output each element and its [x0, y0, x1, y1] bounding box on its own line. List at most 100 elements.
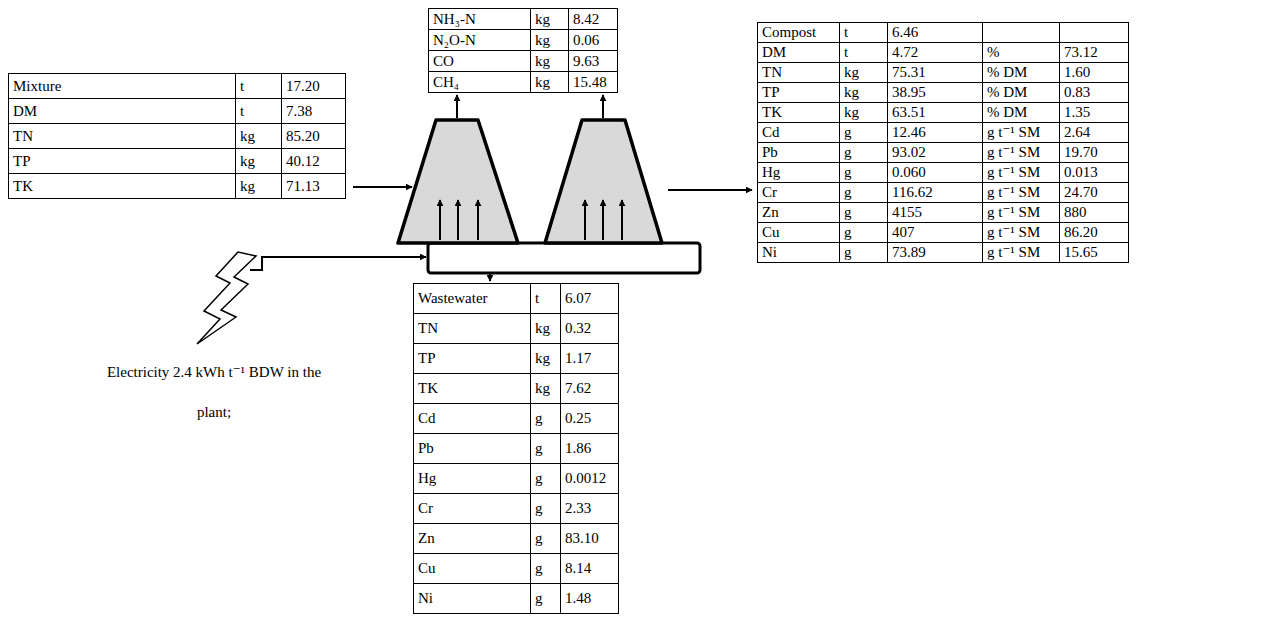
- table-cell: 24.70: [1060, 183, 1129, 203]
- table-row: Compostt6.46: [758, 23, 1129, 43]
- table-cell: kg: [236, 124, 282, 149]
- table-value: g t⁻¹ SM: [987, 184, 1040, 200]
- table-cell: CH₄: [429, 72, 531, 93]
- table-row: TKkg63.51% DM1.35: [758, 103, 1129, 123]
- table-value: 75.31: [892, 64, 926, 80]
- data-table: Mixturet17.20DMt7.38TNkg85.20TPkg40.12TK…: [8, 73, 346, 199]
- table-cell: Cd: [758, 123, 840, 143]
- table-value: g t⁻¹ SM: [987, 164, 1040, 180]
- table-value: kg: [240, 153, 255, 169]
- table-cell: t: [840, 23, 888, 43]
- table-value: TN: [762, 64, 782, 80]
- table-cell: CO: [429, 51, 531, 72]
- table-value: DM: [13, 103, 37, 119]
- table-row: Pbg93.02g t⁻¹ SM19.70: [758, 143, 1129, 163]
- table-cell: g: [840, 203, 888, 223]
- table-value: g: [535, 560, 543, 576]
- table-row: Hgg0.060g t⁻¹ SM0.013: [758, 163, 1129, 183]
- table-cell: 1.17: [561, 344, 619, 374]
- table-value: NH₃-N: [433, 11, 476, 27]
- table-value: 17.20: [286, 78, 320, 94]
- table-cell: 73.12: [1060, 43, 1129, 63]
- table-cell: g: [840, 163, 888, 183]
- table-grid: Mixturet17.20DMt7.38TNkg85.20TPkg40.12TK…: [8, 73, 346, 199]
- table-cell: Cd: [414, 404, 531, 434]
- table-cell: 0.25: [561, 404, 619, 434]
- table-value: 0.32: [565, 320, 591, 336]
- table-cell: DM: [758, 43, 840, 63]
- table-cell: 880: [1060, 203, 1129, 223]
- table-value: 0.25: [565, 410, 591, 426]
- table-row: TKkg7.62: [414, 374, 619, 404]
- table-grid: Compostt6.46DMt4.72%73.12TNkg75.31% DM1.…: [757, 22, 1129, 263]
- data-table: Wastewatert6.07TNkg0.32TPkg1.17TKkg7.62C…: [413, 283, 619, 614]
- table-row: Zng4155g t⁻¹ SM880: [758, 203, 1129, 223]
- table-value: g: [535, 500, 543, 516]
- table-value: Ni: [762, 244, 777, 260]
- table-value: 0.0012: [565, 470, 606, 486]
- table-cell: g t⁻¹ SM: [983, 203, 1060, 223]
- table-value: TP: [418, 350, 436, 366]
- table-row: Cug407g t⁻¹ SM86.20: [758, 223, 1129, 243]
- table-value: 85.20: [286, 128, 320, 144]
- table-cell: Zn: [758, 203, 840, 223]
- table-value: t: [240, 78, 244, 94]
- table-value: 15.65: [1064, 244, 1098, 260]
- table-row: TPkg40.12: [9, 149, 346, 174]
- table-value: kg: [535, 11, 550, 27]
- table-row: CH₄kg15.48: [429, 72, 618, 93]
- table-cell: 4155: [888, 203, 983, 223]
- table-cell: g t⁻¹ SM: [983, 143, 1060, 163]
- table-cell: kg: [531, 30, 569, 51]
- table-value: 8.42: [573, 11, 599, 27]
- table-cell: kg: [531, 51, 569, 72]
- table-value: Mixture: [13, 78, 61, 94]
- table-value: 19.70: [1064, 144, 1098, 160]
- table-value: kg: [535, 320, 550, 336]
- table-value: 12.46: [892, 124, 926, 140]
- table-cell: 93.02: [888, 143, 983, 163]
- table-row: Crg2.33: [414, 494, 619, 524]
- table-cell: 0.32: [561, 314, 619, 344]
- table-cell: g t⁻¹ SM: [983, 223, 1060, 243]
- table-value: g: [535, 470, 543, 486]
- table-value: g: [535, 440, 543, 456]
- table-value: 1.60: [1064, 64, 1090, 80]
- table-row: Cdg12.46g t⁻¹ SM2.64: [758, 123, 1129, 143]
- table-value: g: [535, 590, 543, 606]
- table-cell: Hg: [414, 464, 531, 494]
- table-cell: 73.89: [888, 243, 983, 263]
- table-value: t: [844, 44, 848, 60]
- table-value: 40.12: [286, 153, 320, 169]
- table-value: CO: [433, 53, 454, 69]
- table-value: Cu: [418, 560, 436, 576]
- table-value: Ni: [418, 590, 433, 606]
- table-cell: [983, 23, 1060, 43]
- table-cell: Wastewater: [414, 284, 531, 314]
- table-cell: 8.42: [569, 9, 618, 30]
- table-cell: 38.95: [888, 83, 983, 103]
- data-table: NH₃-Nkg8.42N₂O-Nkg0.06COkg9.63CH₄kg15.48: [428, 8, 618, 93]
- table-cell: Zn: [414, 524, 531, 554]
- table-cell: 12.46: [888, 123, 983, 143]
- table-cell: g: [531, 434, 561, 464]
- table-row: NH₃-N kg 8.42: [429, 9, 618, 30]
- data-table: Compostt6.46DMt4.72%73.12TNkg75.31% DM1.…: [757, 22, 1129, 263]
- table-value: g t⁻¹ SM: [987, 244, 1040, 260]
- table-row: Nig1.48: [414, 584, 619, 614]
- table-cell: g: [840, 123, 888, 143]
- table-row: DMt7.38: [9, 99, 346, 124]
- table-value: g: [535, 530, 543, 546]
- table-value: g: [844, 244, 852, 260]
- table-cell: Hg: [758, 163, 840, 183]
- table-value: g: [844, 144, 852, 160]
- table-cell: kg: [531, 314, 561, 344]
- table-cell: 2.64: [1060, 123, 1129, 143]
- table-row: TPkg38.95% DM0.83: [758, 83, 1129, 103]
- table-row: N₂O-Nkg0.06: [429, 30, 618, 51]
- table-row: TPkg1.17: [414, 344, 619, 374]
- table-value: g: [844, 184, 852, 200]
- table-value: kg: [844, 84, 859, 100]
- table-cell: DM: [9, 99, 236, 124]
- table-cell: 15.65: [1060, 243, 1129, 263]
